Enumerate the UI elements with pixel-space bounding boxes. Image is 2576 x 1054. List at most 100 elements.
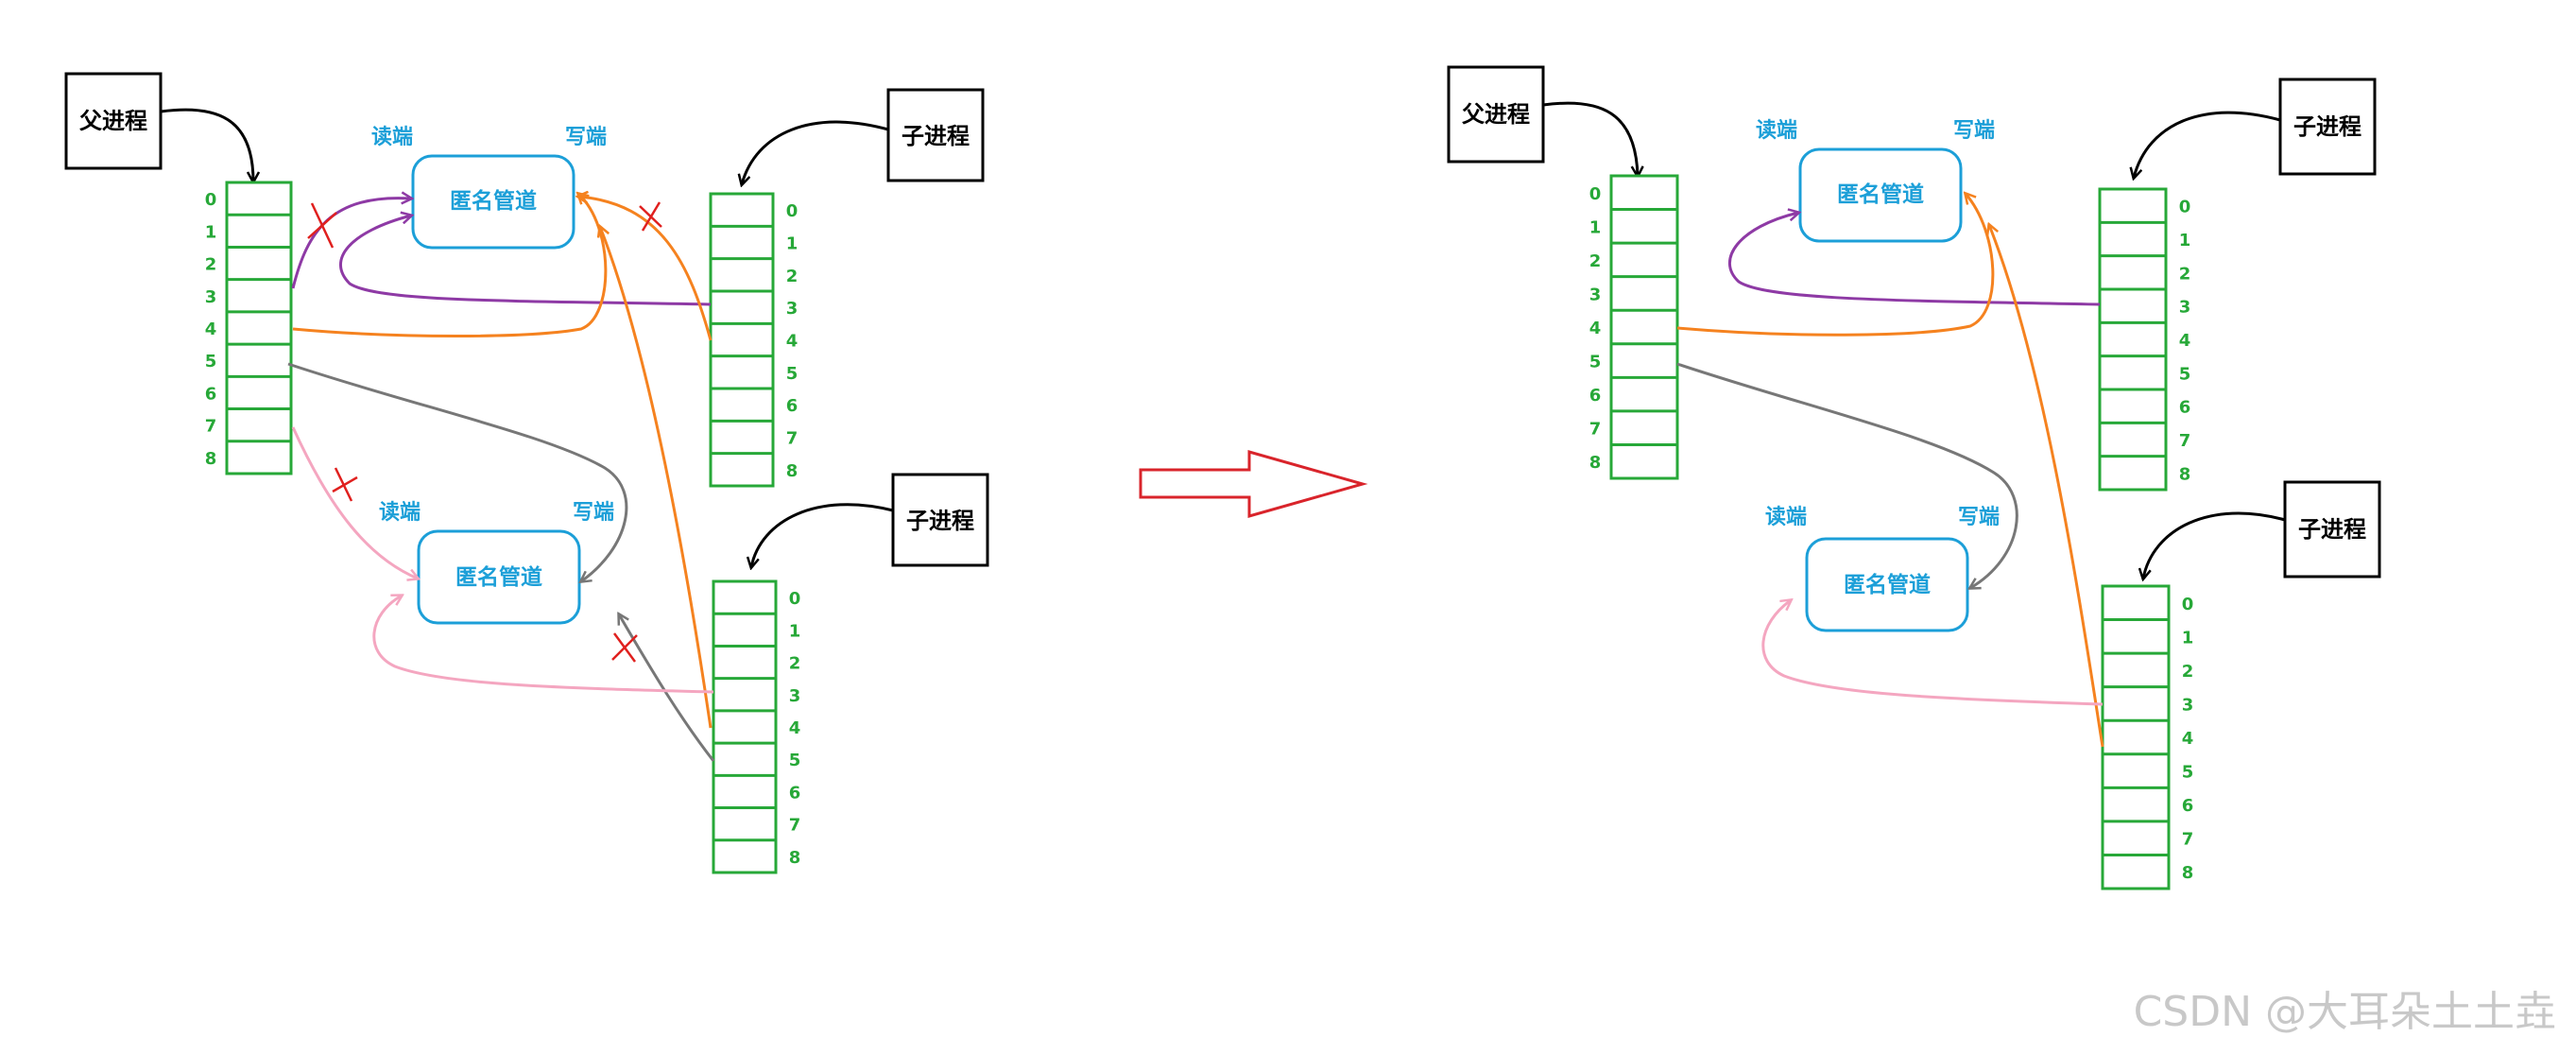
fd-table-frame (225, 181, 293, 475)
child2-process-box: 子进程 (2283, 480, 2381, 579)
pipe1-read-label: 读端 (371, 126, 413, 149)
child2-process-label: 子进程 (2298, 516, 2366, 543)
child2-process-label: 子进程 (906, 508, 974, 534)
pipe2-name: 匿名管道 (455, 564, 542, 590)
fd-index-label: 4 (2179, 331, 2191, 351)
fd-index-label: 5 (1589, 353, 1602, 372)
cross-mark (639, 201, 662, 232)
pipe2-write-label: 写端 (1958, 506, 2000, 529)
child1-fd4-to-pipe1-write (578, 197, 713, 341)
fd-index-label: 7 (2179, 431, 2191, 451)
fd-index-label: 6 (789, 783, 801, 803)
fd-index-label: 0 (786, 201, 799, 221)
fd-index-label: 4 (786, 332, 799, 352)
cross-mark (332, 467, 358, 502)
child1-pointer-arrow (742, 120, 889, 184)
fd-index-label: 8 (789, 848, 801, 868)
child2-fd4-to-pipe1-write (600, 227, 713, 729)
fd-index-label: 3 (1589, 285, 1602, 304)
fd-index-label: 1 (205, 222, 217, 242)
pipe2-write-label: 写端 (573, 501, 614, 525)
fd-index-label: 8 (1589, 453, 1602, 473)
fd-index-label: 0 (789, 589, 801, 609)
fd-index-label: 5 (789, 751, 801, 770)
fd-index-label: 3 (786, 299, 799, 319)
fd-table-frame (2098, 187, 2168, 492)
fd-index-label: 6 (2182, 796, 2194, 816)
fd-index-label: 0 (2179, 198, 2191, 217)
child2-pointer-arrow (2143, 511, 2286, 579)
fd-index-label: 2 (1589, 251, 1602, 271)
fd-index-label: 6 (205, 384, 217, 404)
fd-index-label: 1 (2182, 628, 2194, 648)
child2-fd3-to-pipe2-read (1761, 600, 2104, 706)
fd-index-label: 8 (2182, 863, 2194, 883)
child1-process-label: 子进程 (902, 123, 970, 149)
fd-index-label: 1 (786, 234, 799, 254)
fd-index-label: 2 (2179, 264, 2191, 284)
fd-index-label: 4 (1589, 319, 1602, 338)
fd-table-frame (2101, 584, 2171, 890)
pipe1-write-label: 写端 (1953, 119, 1995, 143)
parent-fd4-to-pipe1-write (1676, 194, 1995, 337)
parent-fd4-to-pipe1-write (292, 194, 608, 337)
cross-mark (307, 202, 337, 249)
fd-index-label: 6 (2179, 398, 2191, 418)
fd-index-label: 6 (1589, 386, 1602, 406)
parent-fd5-to-pipe2-write (287, 362, 628, 581)
pipe2-read-label: 读端 (379, 501, 421, 525)
fd-index-label: 5 (2179, 364, 2191, 384)
parent-process-label: 父进程 (79, 108, 147, 134)
fd-index-label: 2 (2182, 662, 2194, 682)
child2-process-box: 子进程 (891, 473, 989, 567)
child2-fd4-to-pipe1-write (1989, 225, 2104, 748)
fd-index-label: 3 (789, 686, 801, 706)
parent-process-box: 父进程 (64, 72, 163, 170)
fd-index-label: 8 (205, 449, 217, 469)
child2-fd3-to-pipe2-read (372, 596, 714, 694)
pipe2-box: 匿名管道 (417, 529, 581, 625)
fd-index-label: 0 (205, 190, 217, 210)
fd-index-label: 5 (205, 352, 217, 371)
fd-index-label: 3 (2179, 298, 2191, 318)
fd-table-frame (709, 192, 775, 488)
pipe2-read-label: 读端 (1765, 506, 1807, 529)
child1-process-box: 子进程 (886, 88, 985, 182)
parent-fd3-to-pipe2-read (291, 426, 418, 579)
fd-index-label: 5 (2182, 763, 2194, 783)
fd-index-label: 4 (789, 718, 801, 738)
child2-pointer-arrow (751, 503, 894, 567)
cross-mark (611, 632, 638, 663)
fd-index-label: 8 (786, 461, 799, 481)
fd-index-label: 2 (205, 255, 217, 275)
pipe1-name: 匿名管道 (450, 188, 537, 214)
fd-index-label: 2 (786, 267, 799, 286)
pipe1-write-label: 写端 (565, 126, 607, 149)
fd-index-label: 7 (786, 429, 799, 449)
child1-process-label: 子进程 (2293, 113, 2361, 140)
fd-index-label: 7 (789, 816, 801, 836)
parent-pointer-arrow (160, 108, 253, 181)
fd-index-label: 7 (2182, 830, 2194, 850)
fd-index-label: 7 (1589, 420, 1602, 440)
parent-process-label: 父进程 (1462, 101, 1530, 128)
parent-process-box: 父进程 (1447, 65, 1545, 164)
pipe1-box: 匿名管道 (411, 154, 575, 250)
fd-index-label: 3 (2182, 695, 2194, 715)
pipe2-name: 匿名管道 (1844, 572, 1931, 597)
fd-index-label: 4 (205, 320, 217, 339)
child1-pointer-arrow (2134, 111, 2281, 178)
fd-index-label: 6 (786, 396, 799, 416)
fd-index-label: 1 (2179, 231, 2191, 251)
pipe2-box: 匿名管道 (1805, 537, 1969, 632)
child1-fd3-to-pipe1-read (338, 216, 712, 306)
